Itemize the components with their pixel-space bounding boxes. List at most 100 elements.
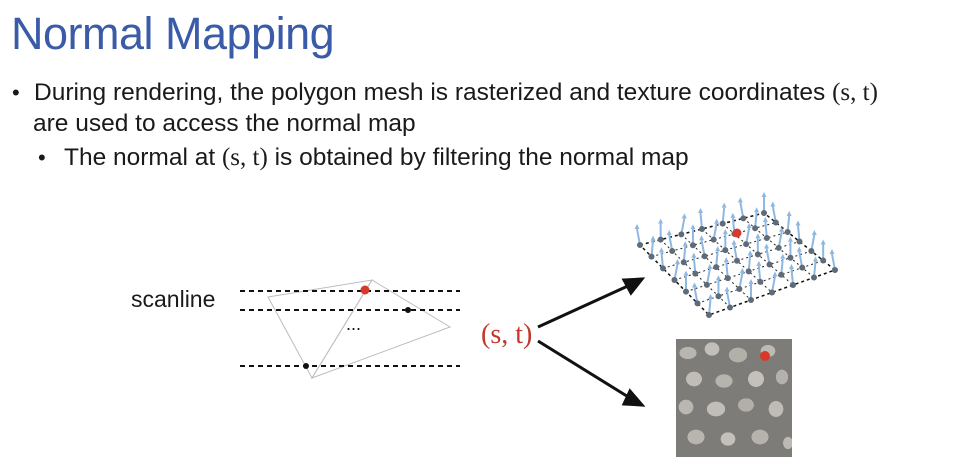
grid-point	[678, 231, 685, 238]
normal-vector-head	[714, 218, 720, 224]
grid-point	[763, 235, 770, 242]
normal-vector-head	[813, 256, 818, 262]
grid-point	[683, 288, 689, 295]
bullet-2-after: is obtained by filtering the normal map	[274, 144, 689, 171]
normal-vector-head	[761, 192, 767, 197]
grid-point	[761, 210, 767, 216]
grid-point	[637, 242, 643, 248]
normal-vector-head	[722, 229, 728, 235]
ellipsis: ...	[346, 314, 361, 334]
normal-vector-head	[666, 229, 672, 235]
grid-point	[727, 304, 733, 311]
grid-point	[724, 275, 731, 282]
normal-vector-head	[659, 247, 664, 253]
sample-point-red	[360, 285, 370, 295]
grid-point	[796, 238, 803, 245]
grid-point	[754, 251, 761, 258]
slide-title: Normal Mapping	[11, 8, 335, 59]
grid-point	[657, 236, 664, 243]
normal-vector-head	[756, 260, 762, 266]
grid-point	[722, 247, 729, 254]
grid-sample-point-red	[732, 228, 742, 238]
arrow-down-line	[537, 339, 631, 400]
grid-point	[820, 257, 827, 264]
grid-point	[710, 236, 717, 243]
normal-vector-head	[683, 270, 689, 276]
normal-vector-head	[795, 220, 801, 226]
normal-vector-head	[779, 226, 785, 232]
grid-point	[719, 220, 726, 227]
normal-vector-head	[764, 243, 770, 249]
grid-point	[745, 268, 752, 275]
grid-point	[772, 219, 779, 226]
normal-vector-head	[691, 252, 697, 258]
normal-map-grid	[634, 192, 838, 318]
grid-point	[778, 271, 785, 278]
bullet-dot: •	[12, 80, 20, 105]
normal-vector-head	[811, 230, 817, 235]
normal-vector-head	[762, 217, 768, 223]
grid-point	[790, 282, 796, 288]
bullet-2-before: The normal at	[64, 144, 216, 171]
sample-point-1	[405, 307, 411, 313]
grid-point	[832, 267, 838, 273]
grid-point	[680, 259, 687, 266]
grid-border	[638, 212, 837, 316]
grid-point	[736, 286, 743, 293]
grid-point	[715, 293, 722, 300]
normal-vector-head	[754, 207, 760, 213]
grid-point	[703, 281, 710, 288]
normal-vector-head	[699, 235, 705, 241]
mesh-triangles	[267, 279, 452, 379]
normal-vector-head	[690, 224, 696, 230]
bullet-dot: •	[38, 145, 46, 170]
grid-point	[694, 300, 701, 307]
scanlines	[240, 290, 460, 367]
grid-point	[811, 274, 817, 281]
bullet-2-text: The normal at (s, t) is obtained by filt…	[64, 143, 689, 173]
bullet-1-text: During rendering, the polygon mesh is ra…	[34, 78, 878, 108]
normal-vector-head	[739, 268, 745, 274]
normal-vector-head	[708, 294, 713, 299]
grid-point	[734, 257, 740, 264]
normal-vector-head	[658, 218, 664, 224]
normal-vector-head	[746, 223, 752, 229]
grid-point	[648, 253, 655, 260]
normal-vector-head	[650, 235, 656, 241]
normal-vector-head	[730, 212, 736, 218]
grid-point	[787, 254, 794, 261]
normal-vector-head	[796, 246, 802, 252]
grid-point	[766, 261, 773, 268]
texture-sample-point	[760, 351, 770, 361]
normal-vector-head	[786, 211, 792, 216]
cracked-texture-image	[676, 339, 792, 457]
normal-vector-head	[681, 213, 687, 219]
grid-point	[784, 229, 791, 235]
grid-point	[799, 264, 806, 271]
sample-point-2	[303, 363, 309, 369]
grid-point	[757, 278, 764, 285]
arrow-up-head	[621, 277, 646, 296]
grid-point	[769, 289, 775, 296]
normal-vector-head	[731, 239, 737, 245]
bullet-1-line2: are used to access the normal map	[33, 110, 416, 137]
normal-vector-head	[715, 246, 721, 252]
normal-vector-head	[747, 250, 753, 256]
grid-point	[671, 277, 678, 283]
normal-vector-head	[780, 253, 786, 259]
triangle-2	[310, 279, 452, 379]
normal-vector-head	[755, 233, 761, 239]
grid-point	[669, 247, 676, 254]
normal-vector-head	[675, 259, 680, 264]
normal-vector-head	[707, 263, 713, 269]
normal-vector-head	[829, 249, 835, 254]
arrow-down-head	[621, 388, 646, 407]
normal-vector-head	[748, 279, 754, 284]
normal-vector-head	[737, 197, 743, 203]
normal-vector-head	[789, 264, 794, 269]
grid-point	[748, 297, 754, 303]
scanline-label: scanline	[131, 286, 216, 312]
normal-vector-head	[770, 201, 776, 207]
grid-point	[699, 226, 705, 232]
